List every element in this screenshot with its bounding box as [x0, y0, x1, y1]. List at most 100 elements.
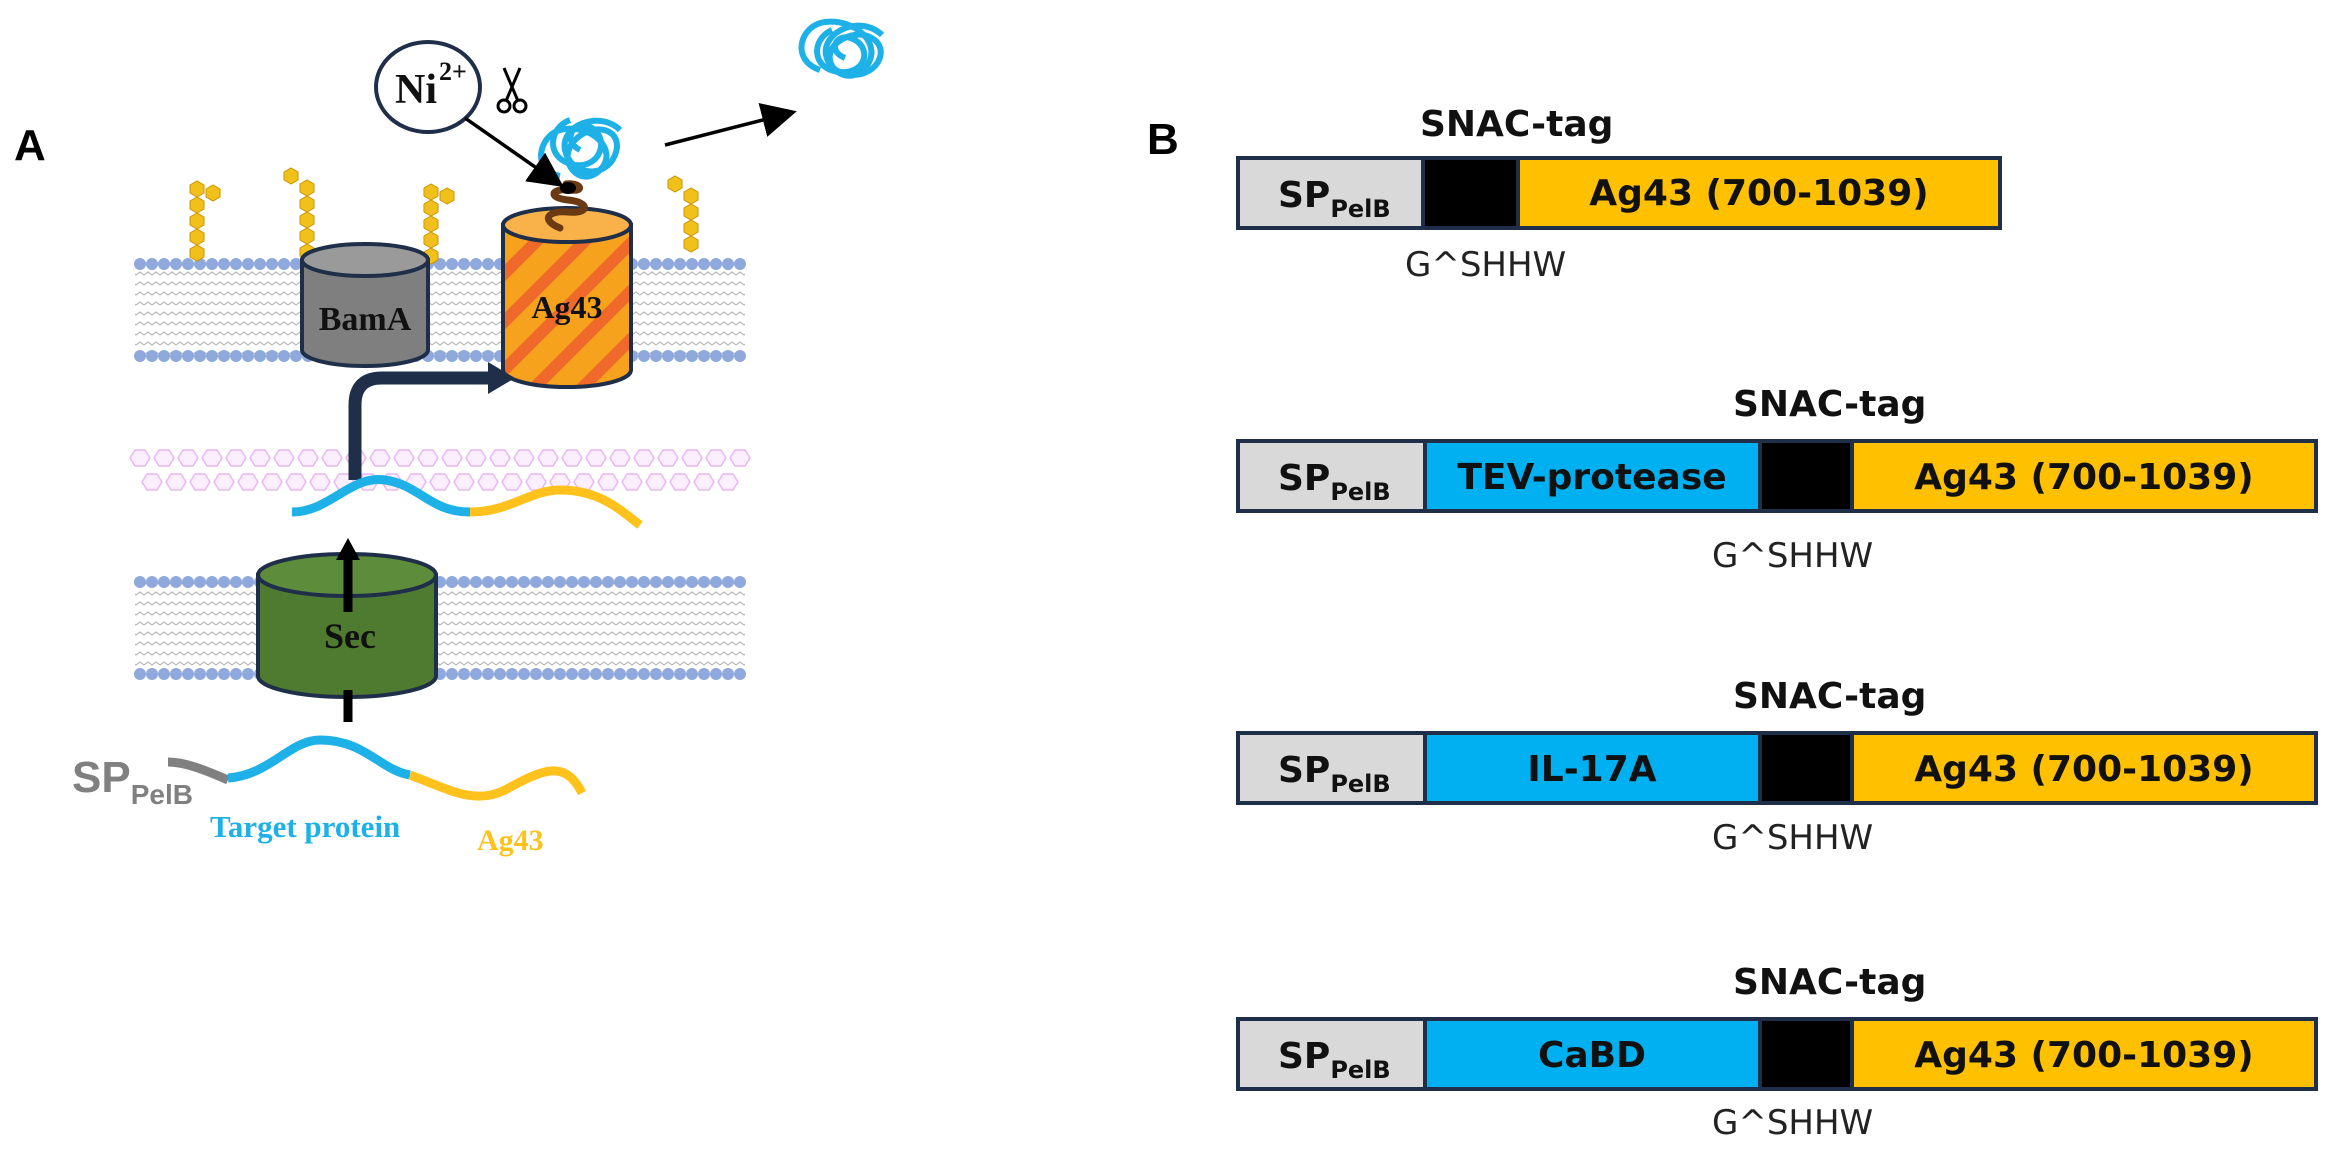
- sec-upward-arrowhead: [336, 538, 360, 560]
- panel-a-letter: A: [14, 121, 46, 170]
- lipid-head: [698, 668, 710, 680]
- construct-4: SNAC-tag SPPelB CaBD Ag43 (700-1039) G^S…: [1236, 962, 2318, 1143]
- nickel-symbol: Ni: [395, 67, 437, 113]
- lipid-head: [590, 668, 602, 680]
- lipid-head: [554, 668, 566, 680]
- panel-b: B SNAC-tag SPPelB Ag43 (700-1039) G^SHHW…: [1147, 104, 2318, 1143]
- lipid-head: [266, 350, 278, 362]
- target-protein-label: Target protein: [210, 809, 400, 844]
- lipid-head: [626, 668, 638, 680]
- lipid-head: [638, 350, 650, 362]
- peptidoglycan-unit: [153, 449, 175, 467]
- peptidoglycan-unit: [273, 449, 295, 467]
- inner-membrane-bottom-heads: [134, 668, 746, 680]
- lipid-head: [206, 350, 218, 362]
- sp-label-sub: PelB: [131, 779, 193, 810]
- peptidoglycan-unit: [465, 449, 487, 467]
- lipid-head: [218, 258, 230, 270]
- peptidoglycan-unit: [297, 449, 319, 467]
- peptidoglycan-unit: [525, 473, 547, 491]
- peptidoglycan-unit: [645, 473, 667, 491]
- lipid-head: [218, 576, 230, 588]
- ag43-segment: [1850, 731, 2318, 805]
- sp-segment-label: SPPelB: [1278, 1036, 1391, 1084]
- peptidoglycan-unit: [177, 449, 199, 467]
- sp-main: SP: [1278, 458, 1330, 499]
- lipid-head: [206, 668, 218, 680]
- lipid-head: [182, 576, 194, 588]
- sp-main: SP: [1278, 175, 1330, 216]
- lipid-head: [482, 576, 494, 588]
- lipid-head: [710, 668, 722, 680]
- lipid-head: [230, 576, 242, 588]
- lipid-head: [146, 258, 158, 270]
- lipid-head: [722, 350, 734, 362]
- lipid-head: [542, 576, 554, 588]
- lipid-head: [518, 668, 530, 680]
- sp-main: SP: [1278, 750, 1330, 791]
- lipid-head: [638, 668, 650, 680]
- peptidoglycan-unit: [453, 473, 475, 491]
- cleavage-site-label: G^SHHW: [1712, 818, 1873, 858]
- ag43-segment: [1516, 156, 2002, 230]
- lipid-head: [170, 576, 182, 588]
- lipid-head: [170, 668, 182, 680]
- lipid-head: [470, 350, 482, 362]
- peptidoglycan-unit: [201, 449, 223, 467]
- outer-membrane-top-heads: [134, 258, 746, 270]
- lipid-head: [722, 258, 734, 270]
- cleavage-site-label: G^SHHW: [1712, 1103, 1873, 1143]
- lipid-head: [254, 258, 266, 270]
- snac-tag-label: SNAC-tag: [1733, 676, 1926, 717]
- construct-1: SNAC-tag SPPelB Ag43 (700-1039) G^SHHW: [1236, 104, 2002, 285]
- peptidoglycan-unit: [393, 449, 415, 467]
- passenger-segment-label: IL-17A: [1527, 749, 1656, 790]
- snac-segment: [1758, 731, 1854, 805]
- peptidoglycan-unit: [633, 449, 655, 467]
- lipid-head: [734, 258, 746, 270]
- lipid-head: [734, 576, 746, 588]
- sp-segment-label: SPPelB: [1278, 458, 1391, 506]
- lipid-head: [446, 258, 458, 270]
- ag43-chain: [408, 766, 586, 801]
- inner-membrane-top-heads: [134, 576, 746, 588]
- lipid-head: [158, 576, 170, 588]
- lipid-head: [158, 350, 170, 362]
- snac-segment: [1758, 1017, 1854, 1091]
- peptidoglycan-unit: [285, 473, 307, 491]
- peptidoglycan-unit: [585, 449, 607, 467]
- inner-membrane: [134, 576, 746, 680]
- peptidoglycan-unit: [477, 473, 499, 491]
- peptidoglycan-unit: [513, 449, 535, 467]
- lipid-head: [674, 576, 686, 588]
- target-protein-chain: [227, 735, 411, 783]
- peptidoglycan-unit: [429, 473, 451, 491]
- lipid-head: [542, 668, 554, 680]
- peptidoglycan-unit: [321, 449, 343, 467]
- lipid-head: [446, 350, 458, 362]
- lipid-head: [710, 576, 722, 588]
- lipid-head: [494, 668, 506, 680]
- lipid-head: [554, 576, 566, 588]
- panel-b-letter: B: [1147, 115, 1179, 164]
- lipid-head: [242, 258, 254, 270]
- lipid-head: [686, 258, 698, 270]
- snac-segment: [1758, 439, 1854, 513]
- lipid-head: [626, 576, 638, 588]
- lipid-head: [194, 668, 206, 680]
- lipid-head: [242, 350, 254, 362]
- lipid-head: [722, 576, 734, 588]
- lipid-head: [218, 668, 230, 680]
- lipid-head: [446, 576, 458, 588]
- lipid-head: [206, 258, 218, 270]
- lipid-head: [218, 350, 230, 362]
- lipid-head: [662, 576, 674, 588]
- sp-segment: [1236, 156, 1425, 230]
- lipid-head: [734, 350, 746, 362]
- ag43-segment: [1850, 439, 2318, 513]
- nickel-charge: 2+: [439, 57, 467, 86]
- ag43-segment-label: Ag43 (700-1039): [1914, 1035, 2253, 1076]
- lipid-head: [506, 576, 518, 588]
- lipid-head: [686, 576, 698, 588]
